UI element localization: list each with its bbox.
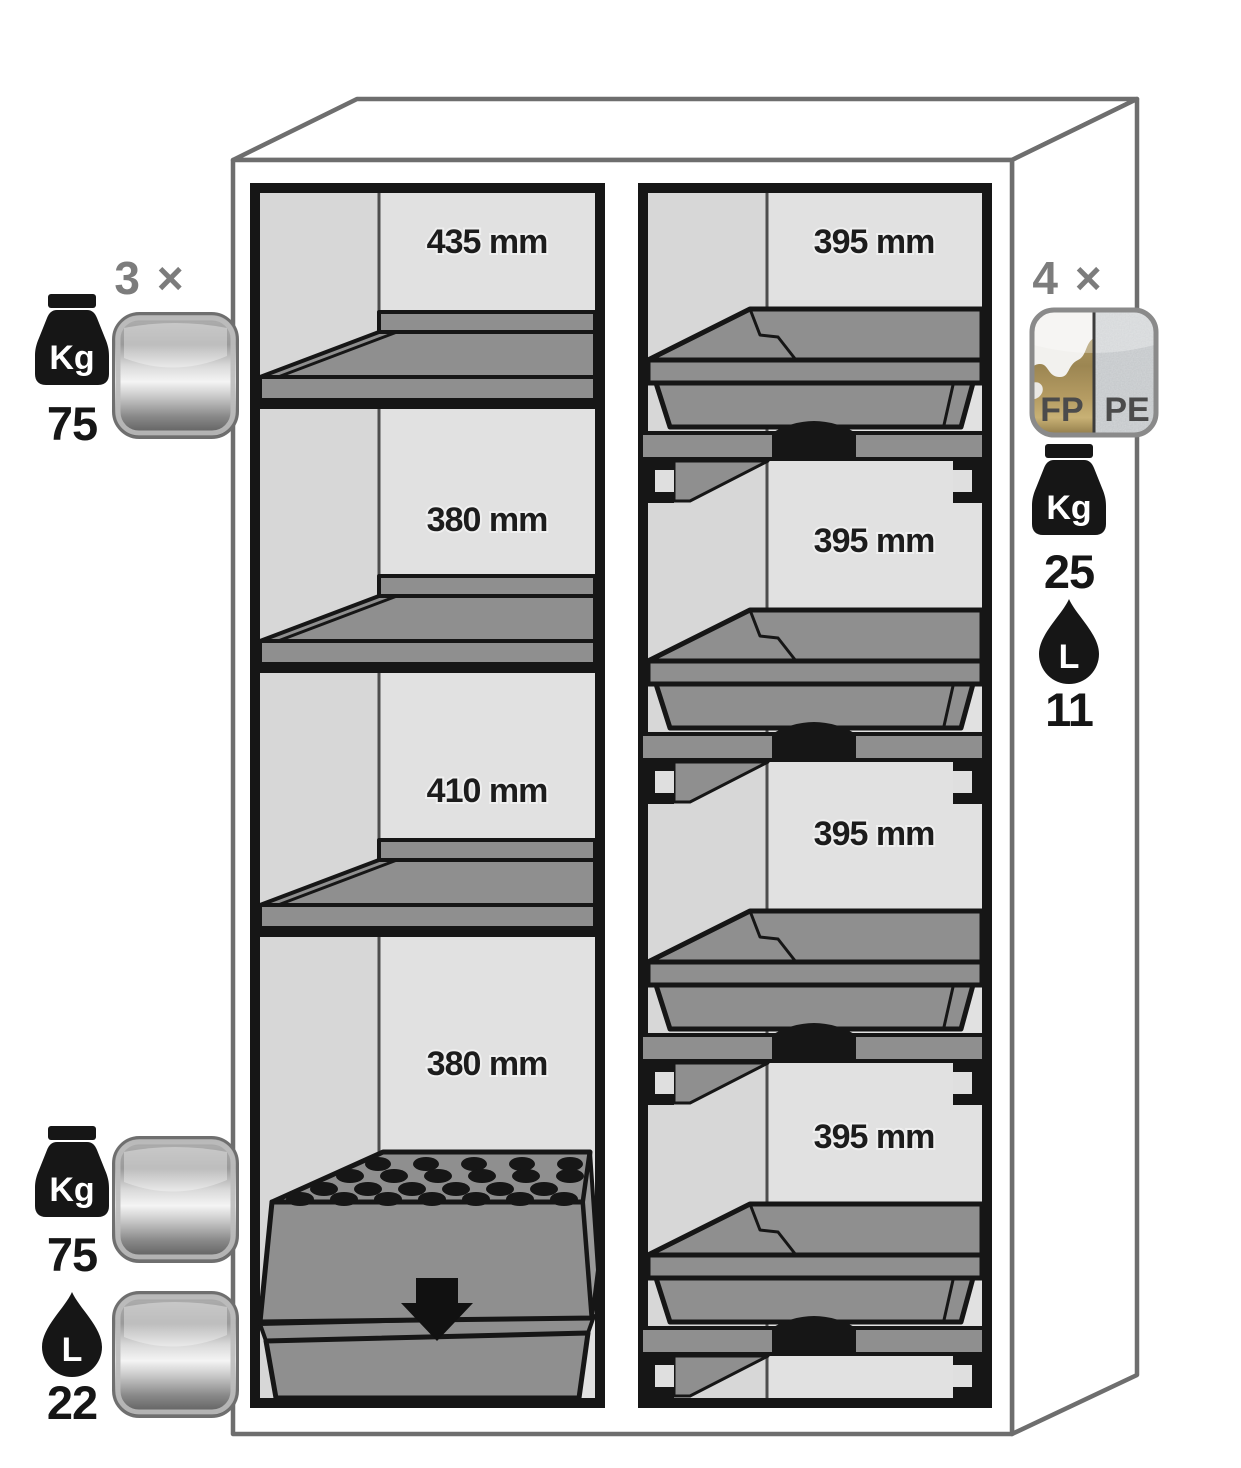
right-section-3-label: 395 mm [814,815,935,853]
right-wall-divider [765,193,769,1398]
left-door-opening: 435 mm 380 mm 410 mm 380 mm [250,183,605,1408]
right-section-4-label: 395 mm [814,1118,935,1156]
tray-multiplier-label: 4 × [1032,252,1103,304]
left-divider-3 [250,928,605,937]
left-divider-1 [250,400,605,409]
right-section-2-label: 395 mm [814,522,935,560]
steel-sump-icon [114,1293,238,1417]
material-fp-label: FP [1040,391,1083,429]
volume-unit-label: L [62,1331,83,1369]
weight-value-label: 75 [47,1228,97,1281]
volume-capacity-icon: L 11 [1039,599,1099,736]
insert-down-arrow [401,1278,473,1341]
volume-value-label: 22 [47,1376,97,1429]
right-door-opening: 395 mm 395 mm 395 mm 395 mm [638,183,992,1408]
material-pe-label: PE [1104,391,1149,429]
weight-capacity-icon: Kg 75 [35,1126,109,1281]
volume-unit-label: L [1059,638,1080,676]
annotation-bottom-left: Kg 75 L 22 [35,1126,238,1429]
perforation-holes [286,1157,584,1206]
weight-value-label: 75 [47,397,97,450]
left-section-4-label: 380 mm [427,1045,548,1083]
weight-unit-label: Kg [49,1171,94,1209]
weight-capacity-icon: Kg 75 [35,294,109,450]
right-section-1-label: 395 mm [814,223,935,261]
left-section-2-label: 380 mm [427,501,548,539]
volume-capacity-icon: L 22 [42,1292,102,1429]
left-section-1-label: 435 mm [427,223,548,261]
steel-insert-icon [114,1138,238,1262]
weight-unit-label: Kg [1046,489,1091,527]
weight-unit-label: Kg [49,339,94,377]
annotation-right: 4 × FP PE Kg 25 L 11 [1029,252,1159,736]
annotation-top-left: 3 × Kg 75 [35,252,238,450]
steel-shelf-icon [114,314,238,438]
left-section-3-label: 410 mm [427,772,548,810]
fp-pe-material-icon: FP PE [1029,307,1159,438]
perforated-insert [257,1149,600,1325]
weight-capacity-icon: Kg 25 [1032,444,1106,598]
left-wall-divider [377,193,381,1398]
volume-value-label: 11 [1045,683,1093,736]
left-divider-2 [250,664,605,673]
shelf-multiplier-label: 3 × [114,252,185,304]
cabinet-top-face [230,96,1140,163]
weight-value-label: 25 [1044,545,1094,598]
